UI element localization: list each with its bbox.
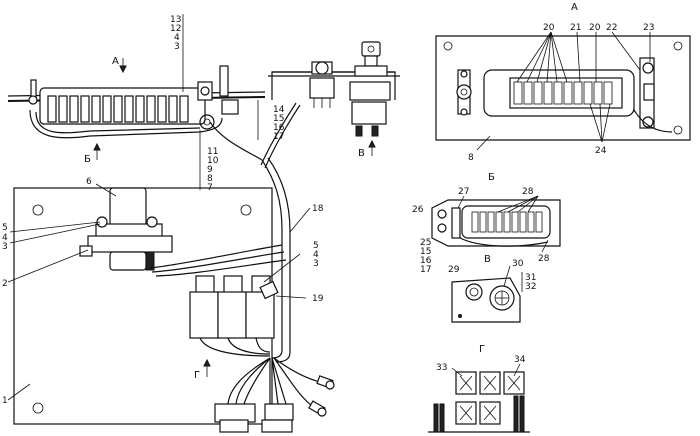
label-7: 7 bbox=[207, 183, 213, 193]
label-16-b: 16 bbox=[420, 256, 432, 266]
label-18: 18 bbox=[312, 204, 324, 214]
label-29: 29 bbox=[448, 265, 460, 275]
view-b-detail bbox=[431, 195, 561, 253]
label-14: 14 bbox=[273, 105, 285, 115]
view-arrow-g bbox=[203, 358, 211, 377]
label-4-left: 4 bbox=[2, 233, 8, 243]
label-4-top: 4 bbox=[174, 33, 180, 43]
label-32: 32 bbox=[525, 282, 536, 292]
label-6: 6 bbox=[86, 177, 92, 187]
view-v-detail bbox=[451, 265, 523, 323]
label-19: 19 bbox=[312, 294, 324, 304]
label-10: 10 bbox=[207, 156, 219, 166]
label-12: 12 bbox=[170, 24, 181, 34]
view-label-g-main: Г bbox=[194, 370, 200, 381]
label-28a: 28 bbox=[522, 187, 534, 197]
view-label-v-main: В bbox=[358, 148, 365, 159]
label-11: 11 bbox=[207, 147, 218, 157]
view-a-fuses bbox=[513, 81, 613, 105]
label-20a: 20 bbox=[543, 23, 555, 33]
main-harness bbox=[149, 121, 291, 363]
label-17-b: 17 bbox=[420, 265, 431, 275]
label-1: 1 bbox=[2, 396, 8, 406]
callout-numbers: 1 2 5 4 3 6 13 12 4 3 14 15 16 17 11 10 … bbox=[2, 15, 654, 406]
view-b-fuses bbox=[471, 211, 543, 233]
label-2: 2 bbox=[2, 279, 8, 289]
switch-bracket bbox=[260, 41, 400, 169]
label-16: 16 bbox=[273, 123, 285, 133]
label-34: 34 bbox=[514, 355, 526, 365]
view-arrow-v bbox=[368, 139, 376, 156]
view-label-b-main: Б bbox=[84, 154, 91, 165]
label-20b: 20 bbox=[589, 23, 601, 33]
label-15: 15 bbox=[273, 114, 284, 124]
label-9: 9 bbox=[207, 165, 213, 175]
view-arrow-b bbox=[93, 142, 101, 160]
label-15-b: 15 bbox=[420, 247, 431, 257]
relay-block bbox=[189, 275, 279, 357]
label-33: 33 bbox=[436, 363, 447, 373]
view-a-title: А bbox=[571, 2, 578, 13]
label-4-mid: 4 bbox=[313, 250, 319, 260]
fuse-panel-assembly bbox=[7, 65, 266, 139]
view-arrow-a bbox=[119, 58, 127, 74]
view-g-title: Г bbox=[479, 344, 485, 355]
view-label-a-top: А bbox=[112, 56, 119, 67]
label-13: 13 bbox=[170, 15, 181, 25]
view-v-title: В bbox=[484, 254, 491, 265]
bottom-connectors bbox=[214, 357, 335, 433]
label-23: 23 bbox=[643, 23, 654, 33]
label-5-mid: 5 bbox=[313, 241, 319, 251]
label-27: 27 bbox=[458, 187, 469, 197]
label-17: 17 bbox=[273, 132, 284, 142]
label-30: 30 bbox=[512, 259, 524, 269]
view-a-panel bbox=[435, 31, 691, 151]
view-letters: А Б В Г А Б В Г bbox=[84, 2, 578, 381]
view-b-title: Б bbox=[488, 172, 495, 183]
label-3-mid: 3 bbox=[313, 259, 319, 269]
starter-relay bbox=[79, 187, 173, 271]
label-5-left: 5 bbox=[2, 223, 8, 233]
label-22: 22 bbox=[606, 23, 617, 33]
label-8-main: 8 bbox=[207, 174, 213, 184]
label-21: 21 bbox=[570, 23, 581, 33]
label-24: 24 bbox=[595, 146, 607, 156]
label-31: 31 bbox=[525, 273, 536, 283]
label-28b: 28 bbox=[538, 254, 550, 264]
fuse-row bbox=[47, 95, 189, 123]
label-25: 25 bbox=[420, 238, 431, 248]
label-3-top: 3 bbox=[174, 42, 180, 52]
label-3-left: 3 bbox=[2, 242, 8, 252]
label-26: 26 bbox=[412, 205, 424, 215]
label-8-view-a: 8 bbox=[468, 153, 474, 163]
view-g-detail bbox=[428, 363, 530, 433]
